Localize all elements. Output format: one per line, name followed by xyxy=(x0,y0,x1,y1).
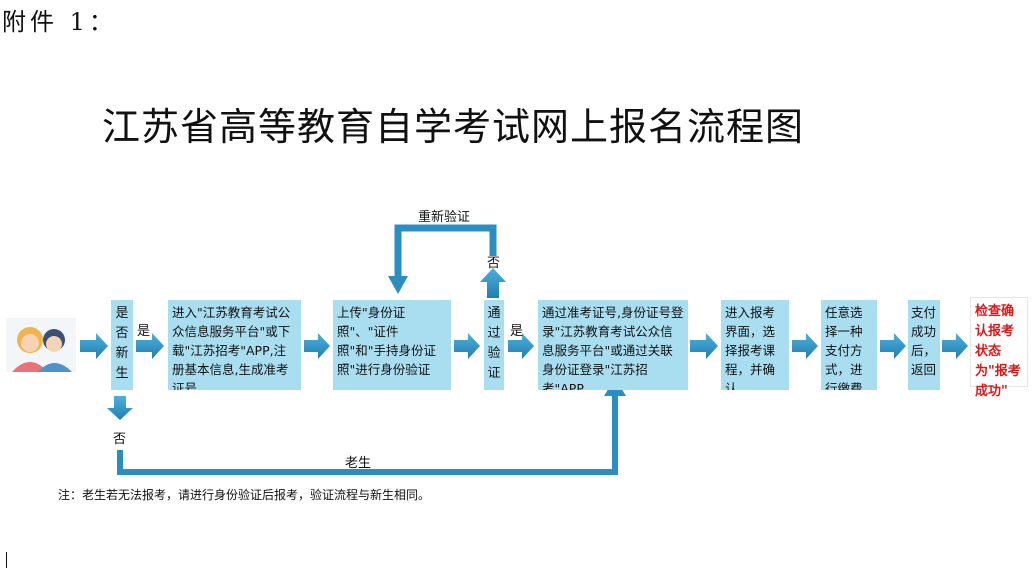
label-reverify: 重新验证 xyxy=(418,210,471,225)
label-old-student: 老生 xyxy=(345,456,372,471)
step-check-status: 检查确认报考状态为"报考成功" xyxy=(970,297,1028,399)
step-login: 通过准考证号,身份证号登录"江苏教育考试公众信息服务平台"或通过关联身份证登录"… xyxy=(538,300,688,390)
step-pass-verification: 通过验证 xyxy=(484,300,504,390)
old-student-path xyxy=(117,392,618,475)
label-no-pass: 否 xyxy=(487,256,501,271)
arrow-right-7 xyxy=(792,333,818,359)
arrow-right-2 xyxy=(136,333,164,359)
step-register: 进入"江苏教育考试公众信息服务平台"或下载"江苏招考"APP,注册基本信息,生成… xyxy=(168,300,301,390)
label-yes-pass: 是 xyxy=(510,324,524,339)
arrow-right-6 xyxy=(690,333,718,359)
step-select-course: 进入报考界面，选择报考课程，并确认 xyxy=(721,300,789,390)
step-new-student-question: 是否新生 xyxy=(111,300,133,390)
page-title: 江苏省高等教育自学考试网上报名流程图 xyxy=(102,105,805,149)
step-upload-id: 上传"身份证照"、"证件照"和"手持身份证照"进行身份验证 xyxy=(333,300,451,390)
reverify-arrowhead xyxy=(388,276,408,294)
arrow-right-1 xyxy=(80,333,108,359)
label-yes-new: 是 xyxy=(137,324,151,339)
two-people-avatar-icon xyxy=(6,318,76,372)
arrow-up-no xyxy=(480,268,506,298)
reverify-loop xyxy=(394,224,497,278)
label-no-new: 否 xyxy=(113,432,127,447)
arrow-right-3 xyxy=(304,333,330,359)
text-cursor xyxy=(6,552,7,568)
arrow-right-8 xyxy=(880,333,906,359)
arrow-right-4 xyxy=(454,333,480,359)
arrow-right-9 xyxy=(942,333,968,359)
attachment-label: 附件 1： xyxy=(2,8,117,36)
arrow-down-no xyxy=(107,396,133,420)
step-pay: 任意选择一种支付方式，进行缴费 xyxy=(821,300,877,390)
step-after-payment: 支付成功后，返回 xyxy=(908,300,940,390)
arrow-right-5 xyxy=(508,333,534,359)
footnote: 注：老生若无法报考，请进行身份验证后报考，验证流程与新生相同。 xyxy=(58,488,431,502)
